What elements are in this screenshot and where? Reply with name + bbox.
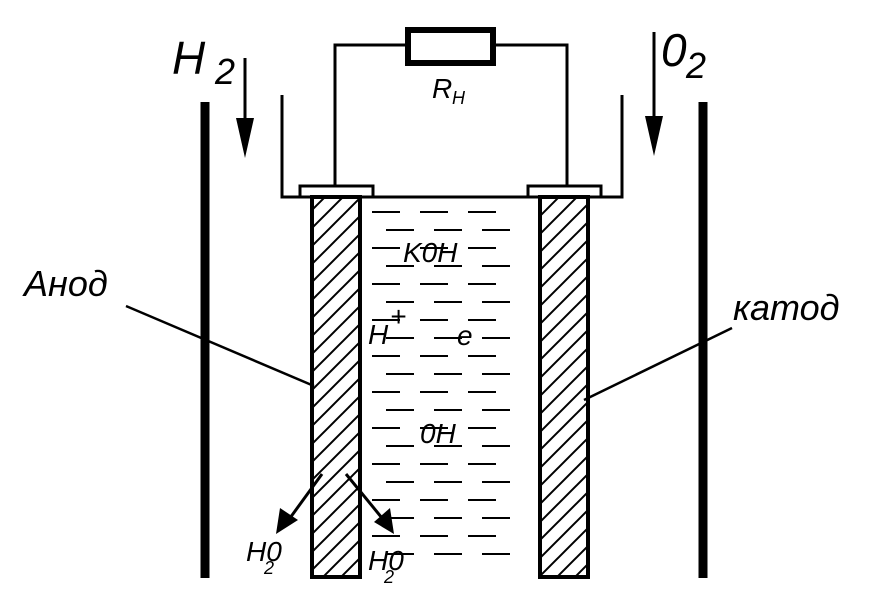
proton-label: H (368, 319, 389, 350)
electrolyte (372, 211, 510, 555)
water-subscript-left: 2 (263, 558, 274, 578)
cathode-leader-line (583, 326, 733, 402)
water-arrow-right (344, 473, 394, 534)
circuit-wire-right (493, 43, 569, 186)
proton-charge: + (390, 301, 406, 332)
electron-label: e (457, 320, 473, 351)
anode-electrode (310, 195, 362, 579)
water-subscript-right: 2 (383, 567, 394, 587)
water-arrow-left (276, 473, 324, 534)
circuit-wire (333, 43, 408, 186)
hydrogen-inlet-arrow (236, 58, 254, 158)
cathode-electrode (538, 195, 590, 579)
resistor-subscript: H (452, 88, 466, 108)
oxygen-inlet-arrow (645, 32, 663, 156)
load-resistor (405, 27, 496, 66)
anode-leader-line (125, 304, 315, 388)
water-label-left: H0 (246, 536, 282, 567)
electrolyte-label: K0H (403, 237, 458, 268)
anode-label: Анод (22, 263, 108, 304)
hydroxide-label: 0H (420, 418, 457, 449)
oxygen-label: 0 (661, 24, 687, 76)
cathode-label: катод (733, 287, 840, 328)
oxygen-subscript: 2 (685, 45, 706, 86)
hydrogen-subscript: 2 (214, 51, 235, 92)
vessel-rim (280, 95, 624, 199)
water-label-right: H0 (368, 545, 404, 576)
resistor-label: R (432, 73, 452, 104)
hydrogen-label: H (172, 32, 206, 84)
